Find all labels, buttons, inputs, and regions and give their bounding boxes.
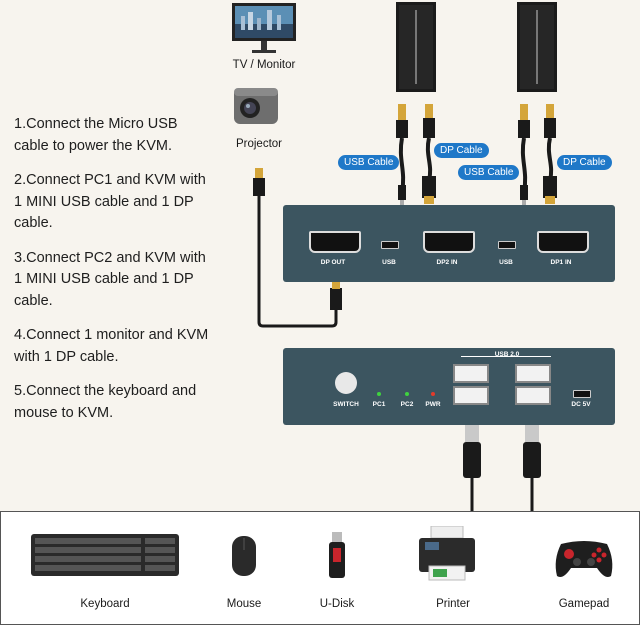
dp-out-label: DP OUT (320, 259, 346, 266)
pc2-label: PC2 (400, 401, 414, 408)
dc-power-port (573, 390, 591, 398)
step-4: 4.Connect 1 monitor and KVM with 1 DP ca… (14, 327, 209, 365)
dp-cable-label: DP Cable (557, 155, 612, 170)
peripheral-label: Mouse (226, 598, 262, 610)
step-3: 3.Connect PC2 and KVM with 1 MINI USB ca… (14, 249, 206, 309)
projector-label: Projector (235, 138, 283, 150)
dp1-in-label: DP1 IN (550, 259, 572, 266)
dp1-in-port (537, 231, 589, 253)
peripherals-panel: Keyboard Mouse U-Disk Printer Gamepad (0, 511, 640, 625)
usb-drive-icon (327, 532, 347, 580)
switch-button[interactable] (335, 372, 357, 394)
kvm-back-panel: DP OUT USB DP2 IN USB DP1 IN (283, 205, 615, 282)
printer-icon (417, 525, 477, 582)
pwr-label: PWR (425, 401, 441, 408)
usb-a-port (453, 386, 489, 405)
usb-a-port (515, 364, 551, 383)
usb20-bracket (461, 356, 551, 357)
pc2-led (405, 392, 409, 396)
pwr-led (431, 392, 435, 396)
usb-cable-label: USB Cable (338, 155, 400, 170)
projector-icon (232, 84, 280, 128)
mouse-icon (232, 536, 256, 576)
peripheral-label: Keyboard (80, 598, 130, 610)
dp-cable-label: DP Cable (434, 143, 489, 158)
monitor-label: TV / Monitor (232, 59, 296, 71)
peripheral-label: Gamepad (558, 598, 610, 610)
usb-port-label: USB (499, 259, 513, 266)
instruction-list: 1.Connect the Micro USB cable to power t… (14, 114, 214, 437)
dp2-in-label: DP2 IN (436, 259, 458, 266)
usb20-label: USB 2.0 (494, 351, 520, 358)
usb-port-label: USB (382, 259, 396, 266)
step-1: 1.Connect the Micro USB cable to power t… (14, 116, 178, 154)
switch-label: SWITCH (333, 401, 359, 408)
kvm-front-panel: SWITCH PC1 PC2 PWR USB 2.0 DC 5V (283, 348, 615, 425)
usb-cable-label: USB Cable (458, 165, 520, 180)
monitor-icon (231, 2, 297, 56)
keyboard-icon (31, 534, 179, 576)
dc5v-label: DC 5V (571, 401, 591, 408)
gamepad-icon (553, 538, 615, 580)
mini-usb-port (498, 241, 516, 249)
mini-usb-port (381, 241, 399, 249)
usb-a-port (453, 364, 489, 383)
step-2: 2.Connect PC1 and KVM with 1 MINI USB ca… (14, 172, 206, 231)
pc1-label: PC1 (372, 401, 386, 408)
step-5: 5.Connect the keyboard and mouse to KVM. (14, 383, 197, 421)
dp-out-port (309, 231, 361, 253)
dp2-in-port (423, 231, 475, 253)
pc-tower-icon (396, 2, 436, 92)
pc1-led (377, 392, 381, 396)
peripheral-label: Printer (436, 598, 470, 610)
usb-a-port (515, 386, 551, 405)
pc-tower-icon (517, 2, 557, 92)
peripheral-label: U-Disk (319, 598, 355, 610)
